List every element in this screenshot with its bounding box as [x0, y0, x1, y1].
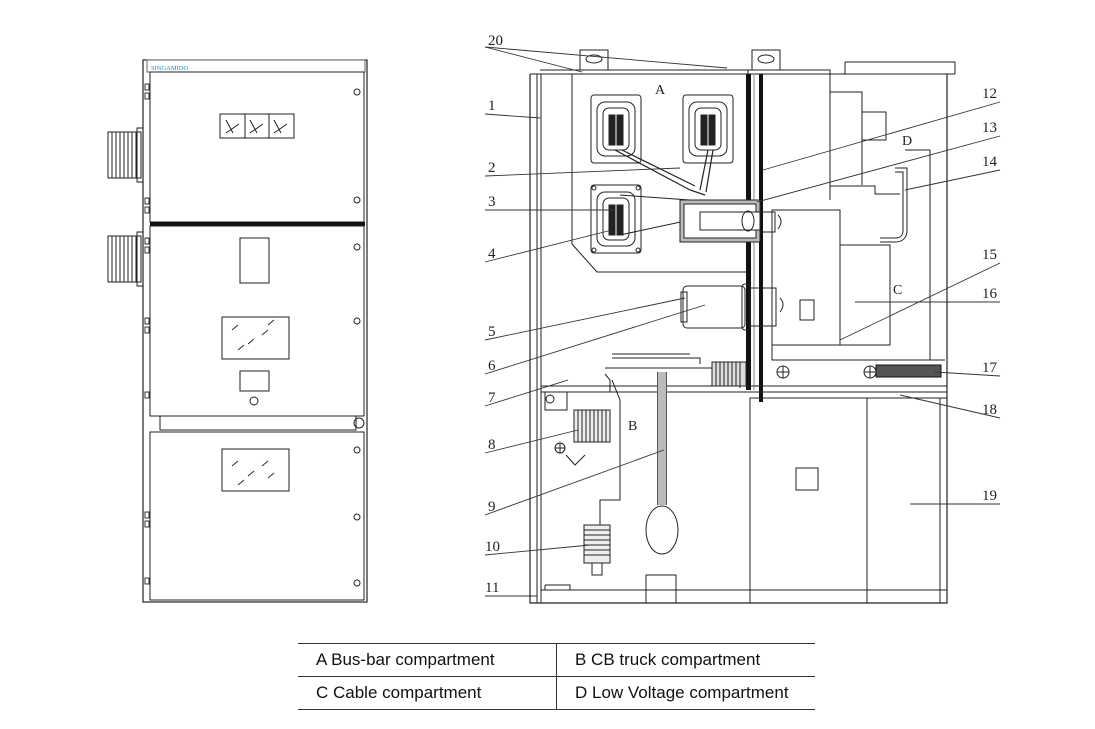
separator-bar	[150, 222, 365, 226]
compartment-letter-d: D	[902, 134, 912, 149]
busbar-insulator-3	[590, 184, 642, 254]
current-transformer-lower	[583, 524, 611, 576]
legend-a: A Bus-bar compartment	[298, 643, 557, 677]
callout-18: 18	[982, 402, 997, 418]
callout-14: 14	[982, 154, 998, 170]
door-hinges	[144, 83, 150, 585]
meter-panel	[219, 113, 295, 139]
callout-numbers: 20 1 2 3 4 5 6 7 8 9 10 11 12 13 14 15 1…	[485, 33, 998, 596]
callout-12: 12	[982, 86, 997, 102]
callout-1: 1	[488, 98, 496, 114]
inspection-window-lower	[221, 448, 290, 492]
compartment-legend: A Bus-bar compartment B CB truck compart…	[298, 643, 815, 710]
compartment-letter-b: B	[628, 419, 637, 434]
compartment-letter-a: A	[655, 83, 666, 98]
operation-slot	[239, 370, 270, 392]
side-bushing-lower	[107, 231, 144, 287]
inspection-window-middle	[221, 316, 290, 360]
callout-19: 19	[982, 488, 997, 504]
current-transformer-upper	[573, 409, 611, 443]
callout-11: 11	[485, 580, 499, 596]
callout-7: 7	[488, 390, 496, 406]
callout-6: 6	[488, 358, 496, 374]
front-view-cabinet: SINGAMIDO	[107, 59, 368, 603]
power-cable	[645, 372, 679, 604]
callout-17: 17	[982, 360, 998, 376]
callout-20: 20	[488, 33, 503, 49]
leader-lines	[484, 46, 1001, 597]
legend-b: B CB truck compartment	[556, 643, 815, 677]
contact-box	[679, 199, 782, 243]
earth-bar	[875, 364, 942, 378]
compartment-letter-c: C	[893, 283, 902, 298]
section-view-cabinet	[529, 49, 956, 604]
indicator-window	[239, 237, 270, 284]
side-bushing-upper	[107, 127, 144, 183]
circuit-breaker-contact	[680, 283, 784, 331]
callout-3: 3	[488, 194, 496, 210]
callout-10: 10	[485, 539, 500, 555]
callout-15: 15	[982, 247, 997, 263]
earthing-switch-mount	[544, 391, 568, 411]
callout-9: 9	[488, 499, 496, 515]
truck-indicator	[799, 299, 815, 321]
lifting-lugs	[579, 49, 781, 71]
viewport	[795, 467, 819, 491]
operation-hole	[249, 396, 259, 406]
callout-4: 4	[488, 246, 496, 262]
door-knobs	[353, 88, 361, 587]
legend-c: C Cable compartment	[298, 676, 557, 710]
callout-5: 5	[488, 324, 496, 340]
callout-2: 2	[488, 160, 496, 176]
brand-label: SINGAMIDO	[151, 65, 189, 72]
busbar-insulator-2	[682, 94, 734, 164]
legend-d: D Low Voltage compartment	[556, 676, 815, 710]
busbar-insulator-1	[590, 94, 642, 164]
callout-13: 13	[982, 120, 997, 136]
compartment-letters: A B C D	[628, 83, 912, 434]
callout-8: 8	[488, 437, 496, 453]
callout-16: 16	[982, 286, 998, 302]
